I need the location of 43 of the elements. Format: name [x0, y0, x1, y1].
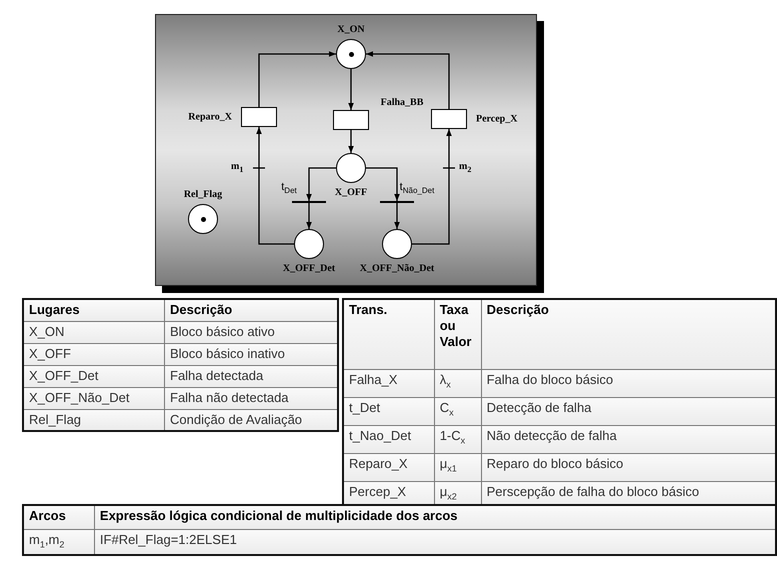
table-cell: Não detecção de falha [481, 425, 776, 453]
node-label: X_OFF [334, 187, 368, 198]
edge-label: m$_{2}$ [459, 161, 472, 174]
table-cell: C$_{x}$ [434, 397, 482, 425]
table-cell: X_OFF_Não_Det [23, 387, 164, 409]
table-cell: t_Nao_Det [343, 425, 434, 453]
table-cell: Falha detectada [164, 365, 338, 387]
column-header: Descrição [481, 299, 776, 369]
table-cell: Bloco básico inativo [164, 343, 338, 365]
table-cell: μ$_{x1}$ [434, 453, 482, 481]
column-header: Arcos [23, 505, 94, 529]
node-label: X_OFF_Det [282, 263, 336, 274]
column-header: Taxa ou Valor [434, 299, 482, 369]
table-cell: Falha_X [343, 369, 434, 397]
node-label: t$_{Det}$ [281, 181, 297, 196]
table-cell: IF#Rel_Flag=1:2ELSE1 [94, 529, 776, 556]
table-cell: Falha não detectada [164, 387, 338, 409]
table-cell: Reparo do bloco básico [481, 453, 776, 481]
node-label: Percep_X [476, 114, 518, 124]
node-label: Falha_BB [380, 97, 424, 108]
table-cell: Rel_Flag [23, 409, 164, 431]
table-cell: Falha do bloco básico [481, 369, 776, 397]
table-cell: Detecção de falha [481, 397, 776, 425]
column-header: Lugares [23, 299, 164, 321]
table-cell: Condição de Avaliação [164, 409, 338, 431]
table-cell: X_ON [23, 321, 164, 343]
node-label: X_ON [337, 24, 365, 35]
node-label: Rel_Flag [184, 189, 222, 200]
node-label: X_OFF_Não_Det [360, 263, 434, 274]
column-header: Descrição [164, 299, 338, 321]
table-cell: X_OFF [23, 343, 164, 365]
column-header: Trans. [343, 299, 434, 369]
column-header: Expressão lógica condicional de multiplicidade dos arcos [94, 505, 776, 529]
table-cell: λ$_{x}$ [434, 369, 482, 397]
edge-label: m$_{1}$ [231, 161, 244, 174]
table-cell: X_OFF_Det [23, 365, 164, 387]
table-cell: t_Det [343, 397, 434, 425]
table-cell: Reparo_X [343, 453, 434, 481]
table-cell: Bloco básico ativo [164, 321, 338, 343]
table-cell: 1-C$_{x}$ [434, 425, 482, 453]
node-label: t$_{Não_Det}$ [400, 181, 434, 196]
node-label: Reparo_X [188, 112, 232, 122]
table-cell: m$_{1}$,m$_{2}$ [23, 529, 94, 556]
